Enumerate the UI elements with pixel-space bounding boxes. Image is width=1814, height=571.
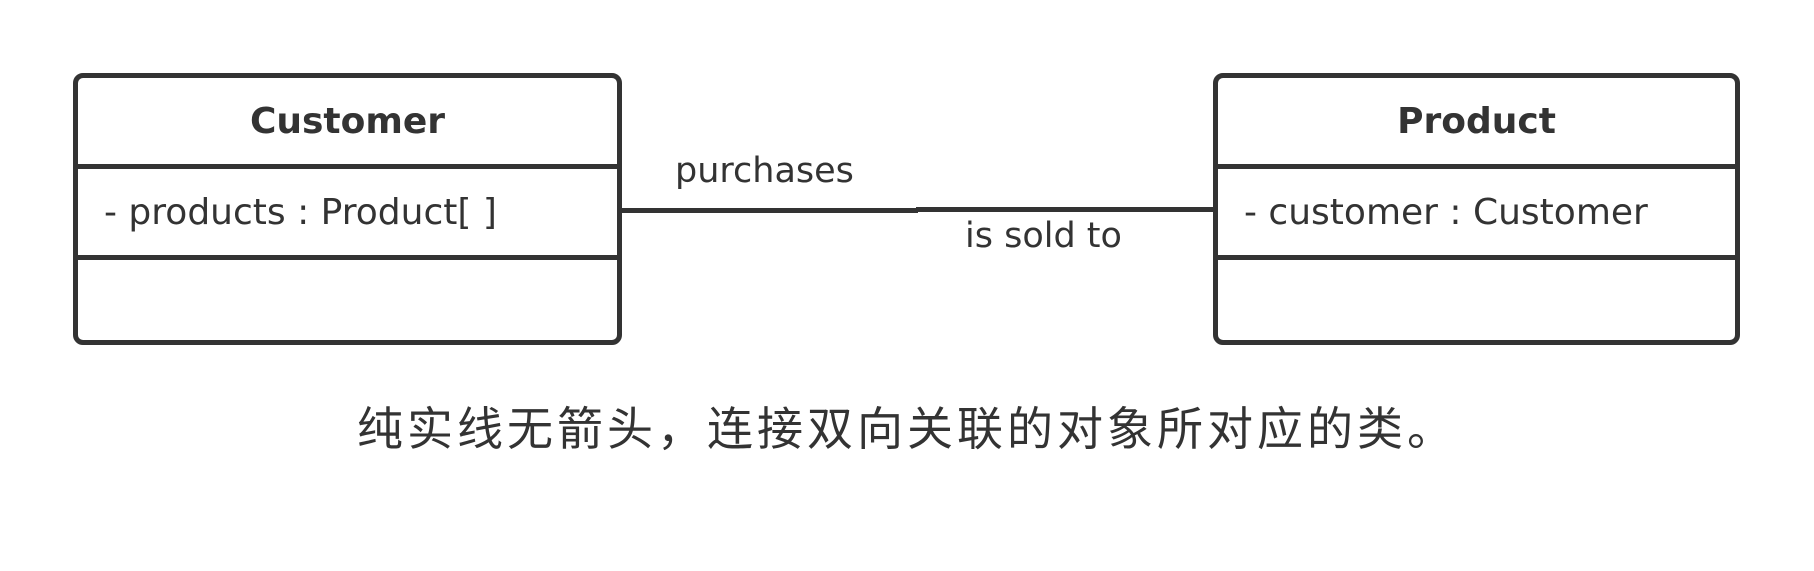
product-attribute-customer: - customer : Customer <box>1244 191 1648 233</box>
customer-attributes-section: - products : Product[ ] <box>78 164 617 255</box>
product-class-box: Product - customer : Customer <box>1213 73 1740 345</box>
association-line-left <box>622 208 918 213</box>
customer-operations-section <box>78 255 617 340</box>
diagram-caption: 纯实线无箭头，连接双向关联的对象所对应的类。 <box>357 402 1457 456</box>
product-operations-section <box>1218 255 1735 340</box>
customer-class-name: Customer <box>249 100 446 142</box>
product-attributes-section: - customer : Customer <box>1218 164 1735 255</box>
association-label-purchases: purchases <box>675 151 854 191</box>
association-line-right <box>916 207 1213 212</box>
association-label-is-sold-to: is sold to <box>965 216 1122 256</box>
product-class-name: Product <box>1397 100 1556 142</box>
customer-attribute-products: - products : Product[ ] <box>104 191 497 233</box>
customer-class-box: Customer - products : Product[ ] <box>73 73 622 345</box>
